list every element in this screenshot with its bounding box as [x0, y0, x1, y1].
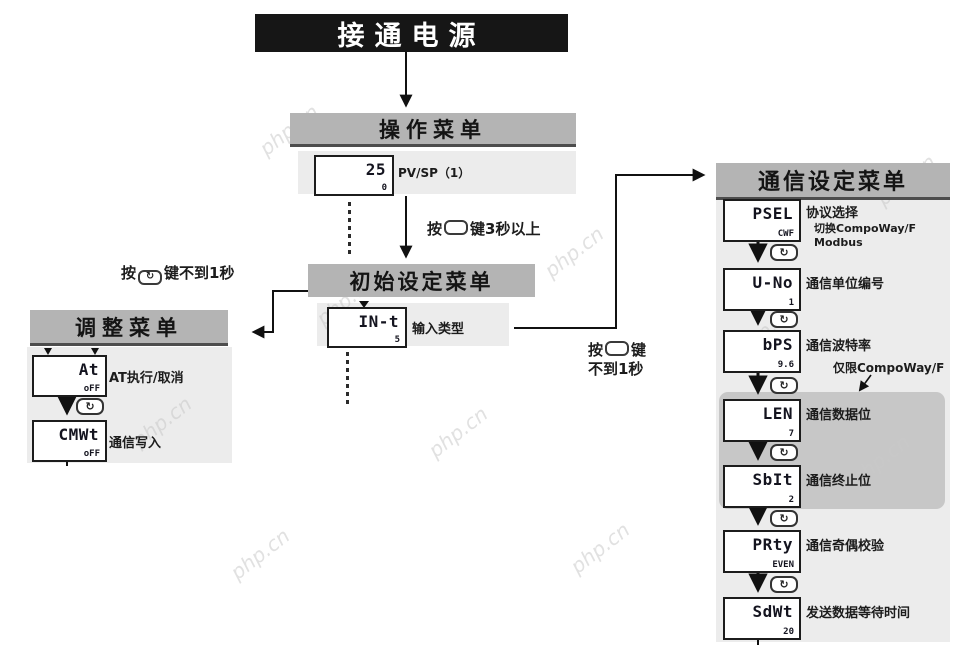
adjustment-menu-header: 调整菜单 — [30, 310, 228, 346]
display-prty: PRty EVEN — [723, 530, 801, 573]
display-bps-sub: 9.6 — [777, 360, 794, 370]
level-key-icon — [605, 341, 630, 356]
display-in-t-sub: 5 — [394, 335, 400, 345]
prty-label: 通信奇偶校验 — [806, 539, 885, 554]
display-psel-sub: CWF — [777, 229, 794, 239]
cycle-key-icon: ↻ — [770, 311, 798, 328]
cycle-key-icon: ↻ — [770, 576, 798, 593]
dotted-line-operation — [348, 202, 351, 254]
note-press-under-1s-left: 按↻键不到1秒 — [121, 262, 234, 285]
u-no-label: 通信单位编号 — [806, 277, 885, 292]
cycle-key-icon: ↻ — [138, 269, 163, 285]
display-sbit-main: SbIt — [752, 470, 793, 489]
watermark: php.cn — [539, 221, 609, 283]
psel-label: 协议选择 — [806, 206, 859, 221]
watermark: php.cn — [423, 401, 493, 463]
arrow-initial-to-adjust — [251, 290, 308, 339]
note-press-3s: 按 键3秒以上 — [427, 218, 540, 239]
display-sbit-sub: 2 — [788, 495, 794, 505]
note-press-3s-prefix: 按 — [427, 220, 443, 238]
display-bps-main: bPS — [762, 335, 793, 354]
display-sbit: SbIt 2 — [723, 465, 801, 508]
display-cmwt-sub: oFF — [83, 449, 100, 459]
display-pv-sp-sub: 0 — [381, 183, 387, 193]
cmwt-label: 通信写入 — [109, 436, 162, 451]
display-len-main: LEN — [762, 404, 793, 423]
psel-sublabel-2: Modbus — [814, 236, 863, 249]
note-right-line1: 按键 — [588, 341, 646, 360]
comm-menu-header: 通信设定菜单 — [716, 163, 950, 200]
level-key-icon — [444, 220, 469, 235]
display-at-main: At — [78, 360, 99, 379]
display-cmwt-main: CMWt — [58, 425, 99, 444]
display-prty-sub: EVEN — [772, 560, 794, 570]
psel-sublabel-1: 切换CompoWay/F — [814, 222, 917, 235]
display-at: At oFF — [32, 355, 107, 397]
input-type-label: 输入类型 — [412, 322, 465, 337]
display-in-t-main: IN-t — [358, 312, 399, 331]
display-u-no: U-No 1 — [723, 268, 801, 311]
arrow-initial-to-comm — [514, 168, 706, 329]
len-label: 通信数据位 — [806, 408, 872, 423]
note-right-prefix: 按 — [588, 341, 604, 359]
sdwt-label: 发送数据等待时间 — [806, 606, 911, 621]
note-press-under-1s-right: 按键 不到1秒 — [588, 341, 646, 379]
display-psel-main: PSEL — [752, 204, 793, 223]
cycle-key-icon: ↻ — [770, 444, 798, 461]
display-sdwt: SdWt 20 — [723, 597, 801, 640]
display-pv-sp-main: 25 — [365, 160, 386, 179]
display-cmwt: CMWt oFF — [32, 420, 107, 462]
operation-menu-header: 操作菜单 — [290, 113, 576, 147]
note-left-suffix: 键不到1秒 — [164, 264, 235, 282]
watermark: php.cn — [565, 517, 635, 579]
sbit-label: 通信终止位 — [806, 474, 872, 489]
watermark: php.cn — [225, 523, 295, 585]
display-at-sub: oFF — [83, 384, 100, 394]
note-press-3s-suffix: 键3秒以上 — [470, 220, 541, 238]
display-u-no-sub: 1 — [788, 298, 794, 308]
display-len: LEN 7 — [723, 399, 801, 442]
note-right-mid: 键 — [631, 341, 647, 359]
initial-menu-header: 初始设定菜单 — [308, 264, 535, 297]
display-sdwt-main: SdWt — [752, 602, 793, 621]
dotted-line-initial — [346, 352, 349, 404]
note-left-prefix: 按 — [121, 264, 137, 282]
cycle-key-icon: ↻ — [76, 398, 104, 415]
display-sdwt-sub: 20 — [783, 627, 794, 637]
bps-label: 通信波特率 — [806, 339, 872, 354]
cycle-key-icon: ↻ — [770, 377, 798, 394]
at-label: AT执行/取消 — [109, 371, 184, 386]
compoway-only-note: 仅限CompoWay/F — [833, 361, 945, 375]
display-len-sub: 7 — [788, 429, 794, 439]
display-prty-main: PRty — [752, 535, 793, 554]
display-in-t: IN-t 5 — [327, 307, 407, 348]
display-pv-sp: 25 0 — [314, 155, 394, 196]
display-u-no-main: U-No — [752, 273, 793, 292]
display-bps: bPS 9.6 — [723, 330, 801, 373]
power-on-box: 接通电源 — [255, 14, 568, 52]
display-psel: PSEL CWF — [723, 199, 801, 242]
note-right-line2: 不到1秒 — [588, 360, 644, 378]
cycle-key-icon: ↻ — [770, 510, 798, 527]
cycle-key-icon: ↻ — [770, 244, 798, 261]
pv-sp-label: PV/SP（1） — [398, 166, 471, 180]
